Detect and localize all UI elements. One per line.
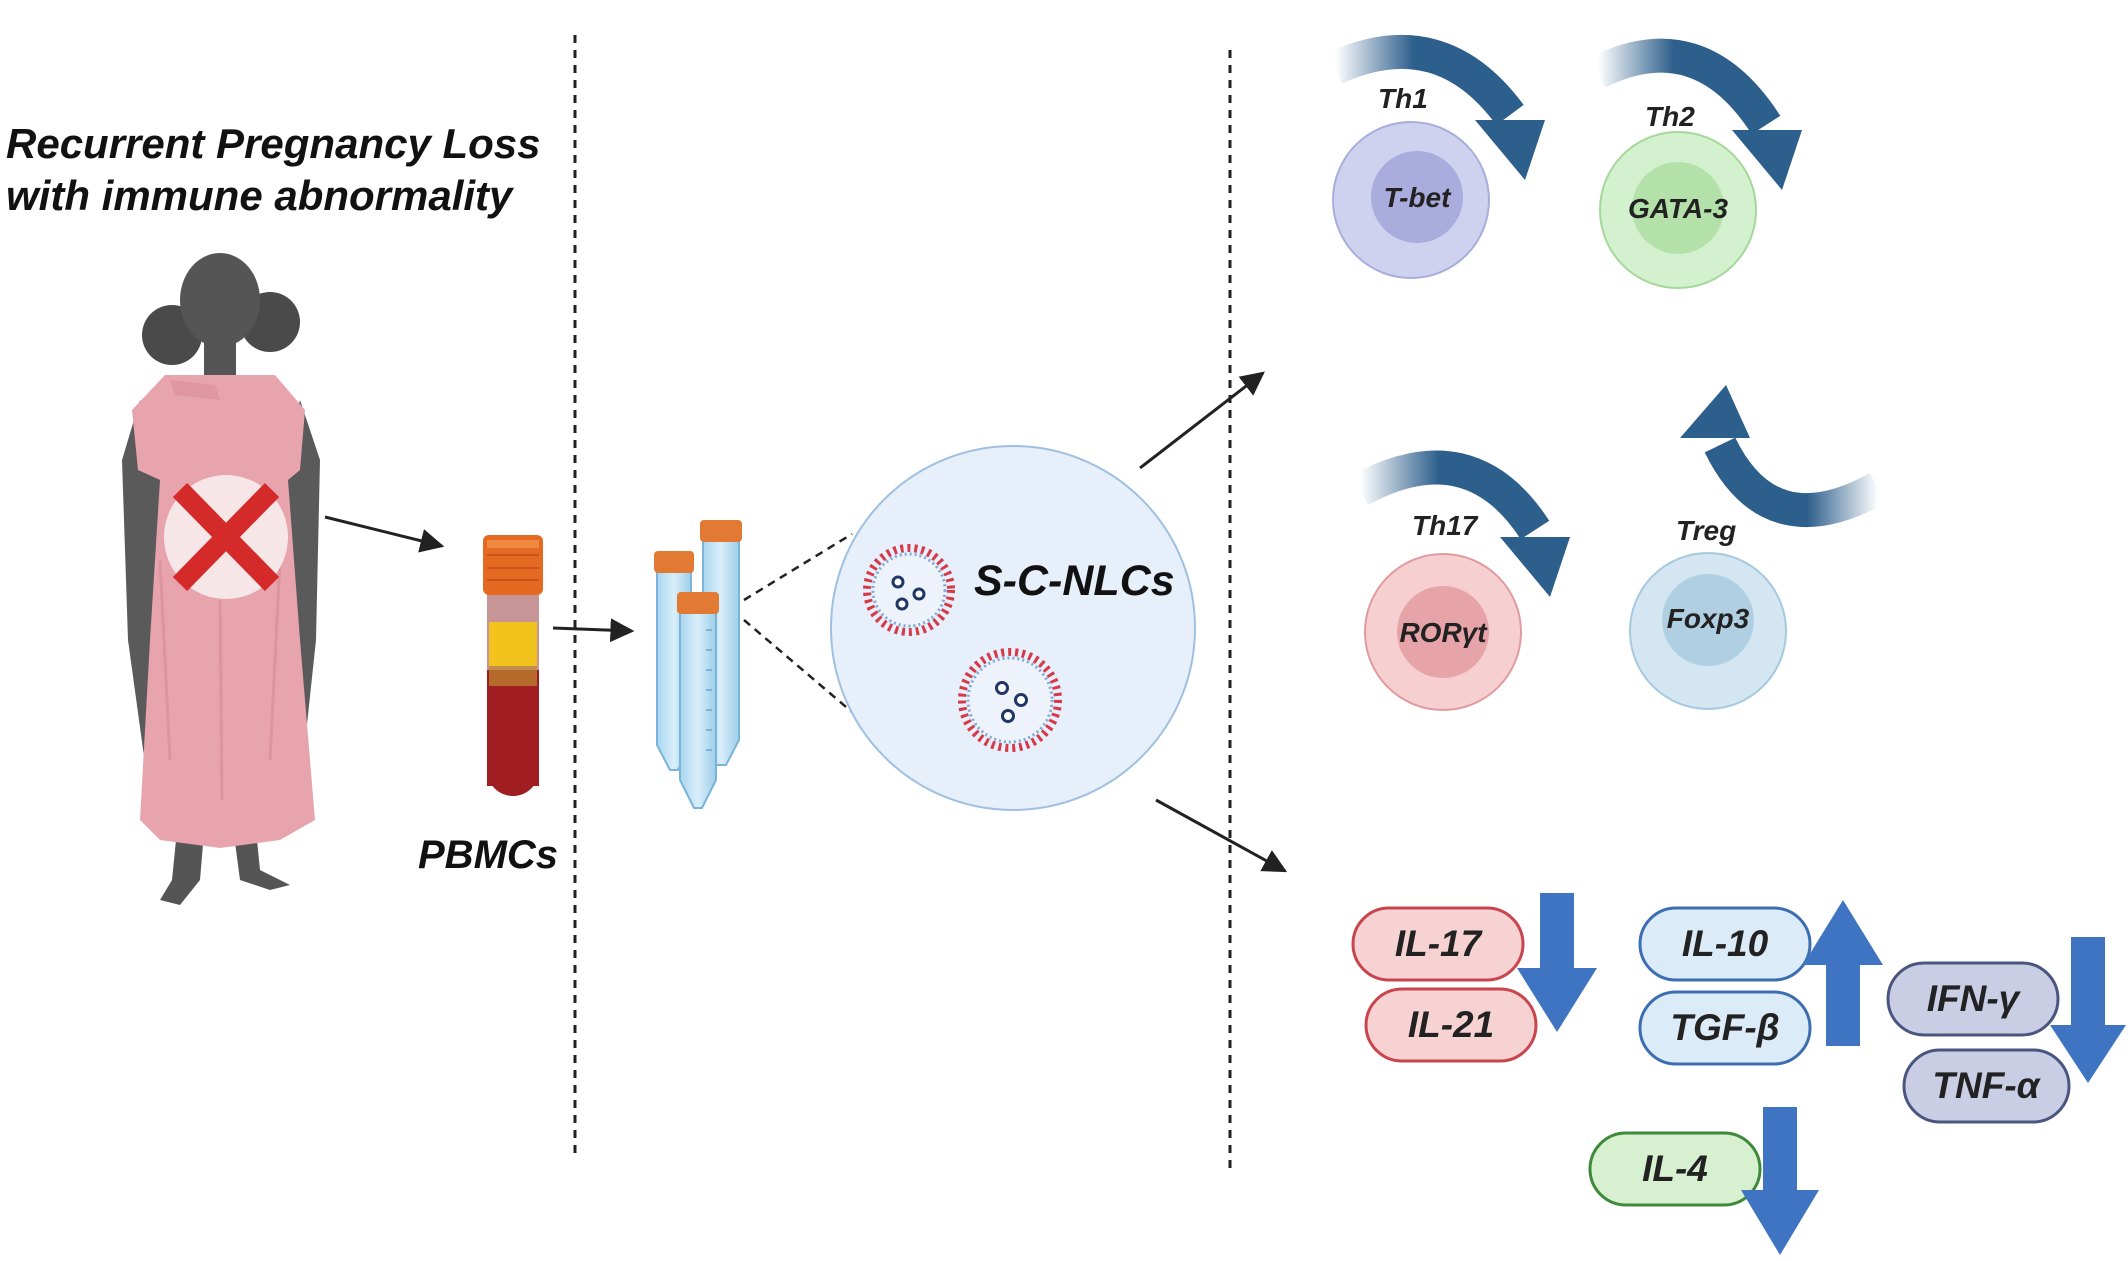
- curved-arrow-th1-up-icon: [1327, 34, 1545, 180]
- patient-title-line1: Recurrent Pregnancy Loss: [6, 120, 541, 167]
- curved-arrow-treg-down-icon: [1680, 385, 1887, 527]
- zoom-line-bottom: [743, 619, 853, 713]
- il10-pill: [1638, 906, 1812, 982]
- treg-cell: [1629, 552, 1787, 710]
- th2-label: Th2: [1645, 101, 1695, 132]
- down-arrow-il17-il21-icon: [1517, 893, 1597, 1032]
- arrow-patient-to-tube: [324, 515, 445, 553]
- th2-cell: [1599, 131, 1757, 289]
- ifng-pill: [1886, 961, 2060, 1037]
- arrow-to-cells: [1139, 371, 1265, 470]
- th17-marker: RORγt: [1399, 617, 1488, 648]
- blood-tube-icon: [483, 535, 543, 796]
- down-arrow-il4-icon: [1741, 1107, 1819, 1255]
- treg-marker: Foxp3: [1667, 603, 1750, 634]
- patient-figure-icon: [122, 253, 320, 905]
- up-arrow-il10-tgfb-icon: [1803, 900, 1883, 1046]
- il21-pill: [1364, 987, 1538, 1063]
- il17-label: IL-17: [1395, 923, 1484, 964]
- curved-arrow-th17-up-icon: [1351, 450, 1570, 597]
- tnfa-label: TNF-α: [1932, 1065, 2041, 1106]
- curved-arrow-th2-up-icon: [1590, 38, 1802, 190]
- arrow-to-cytokines: [1155, 798, 1288, 873]
- nanoparticle-icon: [863, 544, 955, 636]
- nanoparticle-icon: [958, 648, 1062, 752]
- pbmcs-label: PBMCs: [418, 833, 558, 877]
- treg-label: Treg: [1676, 515, 1736, 546]
- th1-marker: T-bet: [1384, 182, 1453, 213]
- nlc-zoom-circle: [830, 445, 1196, 811]
- il17-pill: [1351, 906, 1525, 982]
- th17-cell: [1364, 553, 1522, 711]
- tgfb-pill: [1638, 990, 1812, 1066]
- th17-label: Th17: [1412, 510, 1479, 541]
- tnfa-pill: [1902, 1048, 2071, 1124]
- il4-label: IL-4: [1642, 1148, 1708, 1189]
- falcon-tubes-icon: [654, 520, 742, 809]
- il21-label: IL-21: [1408, 1004, 1494, 1045]
- il10-label: IL-10: [1682, 923, 1769, 964]
- nlc-label: S-C-NLCs: [974, 557, 1175, 605]
- zoom-line-top: [743, 532, 853, 602]
- th1-cell: [1332, 121, 1490, 279]
- tgfb-label: TGF-β: [1670, 1007, 1779, 1048]
- arrow-tube-to-falcons: [552, 618, 635, 643]
- patient-title-line2: with immune abnormality: [6, 172, 515, 219]
- th2-marker: GATA-3: [1628, 193, 1728, 224]
- il4-pill: [1588, 1131, 1762, 1207]
- down-arrow-ifng-tnfa-icon: [2050, 937, 2126, 1083]
- ifng-label: IFN-γ: [1927, 978, 2022, 1019]
- th1-label: Th1: [1378, 83, 1428, 114]
